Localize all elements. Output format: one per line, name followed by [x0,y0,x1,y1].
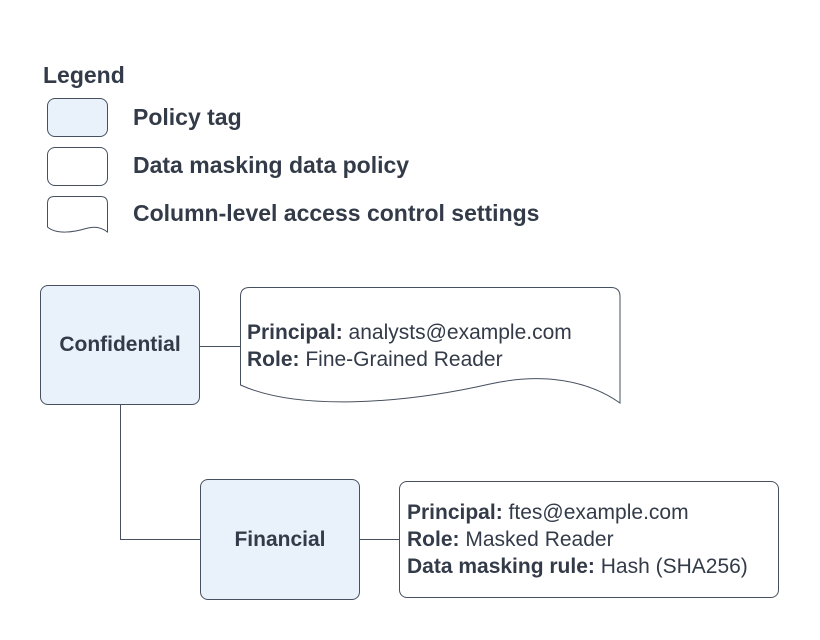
confidential-policy-text: Principal: analysts@example.com Role: Fi… [247,319,613,373]
policy-tag-node-financial: Financial [200,479,360,600]
node-label-financial: Financial [234,527,326,551]
policy-tag-node-confidential: Confidential [40,285,200,405]
column-access-document-shape [240,287,621,404]
data-masking-policy-swatch [47,147,108,186]
connector-confidential-to-financial-vertical [120,405,121,540]
legend-label-column-access: Column-level access control settings [133,200,540,226]
connector-confidential-to-financial-horizontal [120,539,200,540]
node-label-confidential: Confidential [59,333,181,356]
connector-financial-to-policy [360,539,399,540]
connector-confidential-to-policy [200,346,240,347]
financial-policy-box: Principal: ftes@example.com Role: Masked… [399,481,779,598]
legend-title: Legend [43,62,125,88]
policy-tag-swatch [47,98,108,137]
principal-line: Principal: ftes@example.com [407,501,689,524]
role-line: Role: Masked Reader [407,528,614,551]
role-line: Role: Fine-Grained Reader [247,348,503,371]
legend-label-policy-tag: Policy tag [133,104,242,130]
legend-label-data-masking-policy: Data masking data policy [133,152,410,178]
data-masking-rule-line: Data masking rule: Hash (SHA256) [407,555,748,578]
document-shape-swatch [47,196,108,234]
principal-line: Principal: analysts@example.com [247,321,572,344]
